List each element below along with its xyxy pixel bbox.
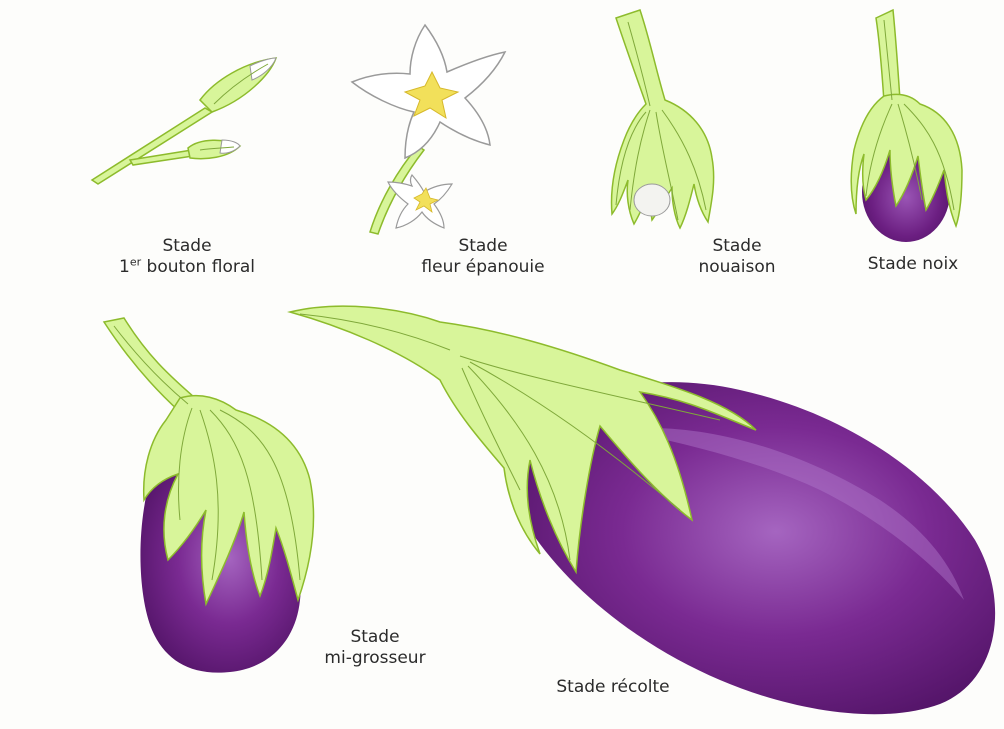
- lower-bud-petal-tip: [220, 140, 240, 153]
- fruit-set-stage-illustration: [612, 10, 714, 228]
- stage-label-line: mi-grosseur: [300, 648, 450, 669]
- stage-label-open-flower: Stade fleur épanouie: [388, 236, 578, 278]
- stage-label-fruit-set: Stade nouaison: [662, 236, 812, 278]
- flower-stage-illustration: [352, 25, 505, 234]
- fruit-set-ovary: [634, 184, 670, 216]
- stage-label-line: Stade: [388, 236, 578, 257]
- stage-label-line: nouaison: [662, 257, 812, 278]
- stage-label-harvest: Stade récolte: [528, 677, 698, 698]
- stage-label-line: Stade: [662, 236, 812, 257]
- walnut-stage-illustration: [851, 10, 962, 242]
- stage-label-line: Stade récolte: [528, 677, 698, 698]
- stage-label-line: fleur épanouie: [388, 257, 578, 278]
- bud-stage-illustration: [92, 58, 276, 184]
- stage-label-mid-size: Stade mi-grosseur: [300, 627, 450, 669]
- stage-label-line: Stade: [92, 236, 282, 257]
- stage-label-text: bouton floral: [141, 257, 255, 277]
- ordinal-suffix: er: [130, 255, 141, 268]
- stage-label-line: Stade: [300, 627, 450, 648]
- stage-label-walnut: Stade noix: [848, 254, 978, 275]
- mid-size-stage-illustration: [104, 318, 314, 673]
- ordinal-number: 1: [119, 257, 130, 277]
- stage-label-line: 1er bouton floral: [92, 257, 282, 278]
- stage-label-first-bud: Stade 1er bouton floral: [92, 236, 282, 278]
- stage-label-line: Stade noix: [848, 254, 978, 275]
